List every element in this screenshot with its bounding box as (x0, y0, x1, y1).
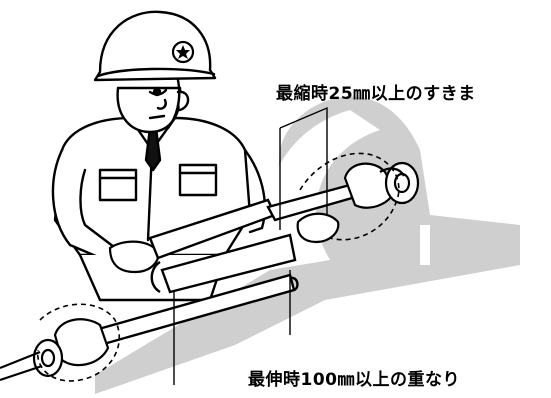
star-emblem-icon (171, 40, 195, 64)
min-clearance-label: 最縮時25㎜以上のすきま (276, 84, 476, 104)
left-guard-dashed (37, 303, 121, 382)
measurement-lines (173, 106, 328, 385)
worker-hands (108, 212, 340, 274)
right-guard-dashed (299, 152, 400, 241)
max-overlap-label: 最伸時100㎜以上の重なり (248, 370, 460, 390)
left-universal-joint (0, 318, 110, 382)
right-universal-joint (343, 161, 420, 209)
